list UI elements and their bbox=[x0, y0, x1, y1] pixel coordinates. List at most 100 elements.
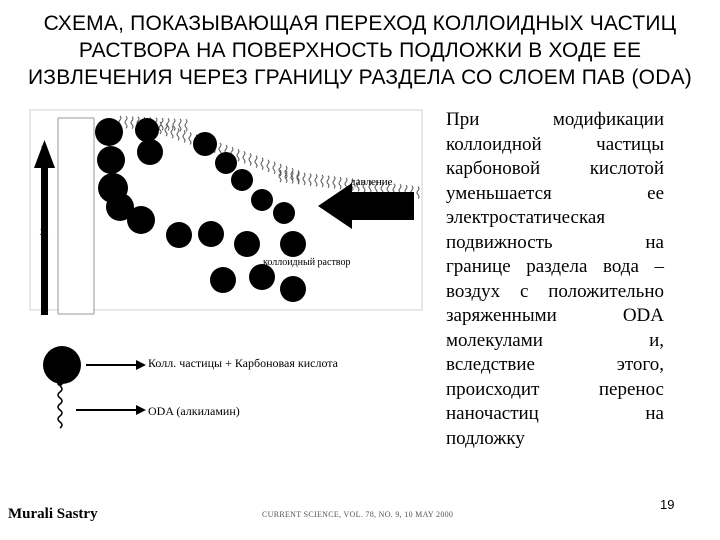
solution-particles bbox=[198, 221, 306, 302]
description-line: коллоидной частицы bbox=[446, 133, 664, 155]
transferred-particles bbox=[95, 118, 295, 248]
substrate-letter: д bbox=[40, 174, 48, 188]
description-line: карбоновой кислотой bbox=[446, 158, 664, 179]
oda-chain bbox=[178, 118, 182, 132]
up-arrow-icon bbox=[34, 140, 55, 315]
figure-frame bbox=[29, 109, 423, 311]
legend-particle-icon bbox=[43, 346, 81, 384]
transferred-particle bbox=[166, 222, 192, 248]
legend-particle-label: Колл. частицы + Карбоновая кислота bbox=[148, 356, 339, 370]
oda-chain bbox=[130, 116, 134, 129]
description-line: молекулами и, bbox=[446, 329, 664, 351]
oda-monolayer bbox=[118, 115, 420, 199]
transferred-particle bbox=[95, 118, 123, 146]
oda-chain bbox=[278, 169, 282, 183]
oda-chain bbox=[188, 132, 192, 145]
oda-chain bbox=[374, 181, 378, 194]
description-line: электростатическая bbox=[446, 207, 606, 228]
oda-chain bbox=[362, 179, 366, 193]
transferred-particle bbox=[135, 118, 159, 142]
oda-chain bbox=[184, 118, 188, 132]
oda-chain bbox=[170, 125, 174, 139]
transferred-particle bbox=[106, 193, 134, 221]
substrate-letter: о bbox=[41, 207, 47, 221]
legend-oda-label: ODA (алкиламин) bbox=[148, 404, 240, 418]
oda-chain bbox=[332, 176, 336, 189]
description-line: При модификации bbox=[446, 109, 664, 130]
oda-chain bbox=[290, 167, 294, 181]
slide-title: СХЕМА, ПОКАЗЫВАЮЩАЯ ПЕРЕХОД КОЛЛОИДНЫХ Ч… bbox=[10, 10, 710, 91]
solution-particle bbox=[198, 221, 224, 247]
oda-chain bbox=[182, 130, 186, 143]
oda-chain bbox=[260, 157, 264, 171]
description-line: уменьшается ее bbox=[446, 182, 664, 204]
substrate-plate bbox=[57, 117, 95, 315]
oda-chain bbox=[284, 165, 288, 179]
transferred-particle bbox=[215, 152, 237, 174]
oda-chain bbox=[416, 186, 420, 199]
oda-chain bbox=[272, 161, 276, 175]
oda-chain bbox=[166, 118, 170, 131]
transferred-particle bbox=[251, 189, 273, 211]
citation: CURRENT SCIENCE, VOL. 78, NO. 9, 10 MAY … bbox=[262, 510, 454, 519]
transferred-particle bbox=[137, 139, 163, 165]
substrate-label: п о д л о ж к а bbox=[35, 140, 53, 272]
substrate-letter: к bbox=[41, 240, 47, 254]
transferred-particle bbox=[231, 169, 253, 191]
oda-chain bbox=[356, 179, 360, 192]
oda-chain bbox=[236, 148, 240, 162]
substrate-letter: ж bbox=[39, 223, 49, 238]
pressure-label: давление bbox=[350, 176, 393, 188]
description-line: границе раздела вода – bbox=[446, 256, 664, 277]
oda-chain bbox=[248, 153, 252, 166]
oda-chain bbox=[320, 174, 324, 188]
pressure-arrow-icon bbox=[318, 183, 414, 229]
solution-particle bbox=[280, 276, 306, 302]
legend-particle-arrow-icon bbox=[86, 360, 146, 370]
page-number: 19 bbox=[660, 497, 675, 512]
title-line-3: ИЗВЛЕЧЕНИЯ ЧЕРЕЗ ГРАНИЦУ РАЗДЕЛА СО СЛОЕ… bbox=[28, 66, 692, 89]
oda-chain bbox=[296, 169, 300, 183]
oda-chain bbox=[176, 127, 180, 141]
description-text: При модификации коллоидной частицы карбо… bbox=[446, 108, 664, 451]
transferred-particle bbox=[273, 202, 295, 224]
oda-chain bbox=[278, 163, 282, 177]
oda-chain bbox=[284, 170, 288, 184]
legend-oda-icon bbox=[57, 380, 63, 429]
substrate-letter: п bbox=[40, 141, 48, 155]
solution-particle bbox=[249, 264, 275, 290]
oda-chain bbox=[308, 173, 312, 186]
oda-chain bbox=[266, 159, 270, 173]
oda-chain bbox=[290, 171, 294, 184]
description-line: заряженными ODA bbox=[446, 305, 664, 326]
oda-chain bbox=[296, 171, 300, 185]
transferred-particle bbox=[97, 146, 125, 174]
legend-oda-arrow-icon bbox=[76, 405, 146, 415]
solution-particle bbox=[210, 267, 236, 293]
oda-chain bbox=[172, 118, 176, 132]
solution-particle bbox=[280, 231, 306, 257]
description-line: наночастиц на bbox=[446, 403, 664, 424]
oda-chain bbox=[302, 172, 306, 186]
description-line: подвижность на bbox=[446, 231, 664, 253]
solution-label: коллоидный раствор bbox=[263, 257, 351, 268]
description-line: вследствие этого, bbox=[446, 354, 664, 375]
oda-chain bbox=[218, 142, 222, 156]
author-name: Murali Sastry bbox=[8, 506, 98, 522]
substrate-letter: о bbox=[41, 157, 47, 172]
solution-particle bbox=[234, 231, 260, 257]
oda-chain bbox=[368, 180, 372, 194]
oda-chain bbox=[158, 121, 162, 135]
substrate-letter: а bbox=[41, 256, 47, 271]
oda-chain bbox=[164, 123, 168, 137]
description-line: происходит перенос bbox=[446, 378, 664, 400]
oda-chain bbox=[338, 176, 342, 190]
title-line-1: СХЕМА, ПОКАЗЫВАЮЩАЯ ПЕРЕХОД КОЛЛОИДНЫХ Ч… bbox=[43, 12, 677, 35]
oda-chain bbox=[314, 173, 318, 187]
oda-chain bbox=[124, 115, 128, 129]
oda-chain bbox=[242, 151, 246, 164]
transferred-particle bbox=[127, 206, 155, 234]
description-line: подложку bbox=[446, 427, 525, 449]
substrate-letter: л bbox=[41, 190, 47, 205]
